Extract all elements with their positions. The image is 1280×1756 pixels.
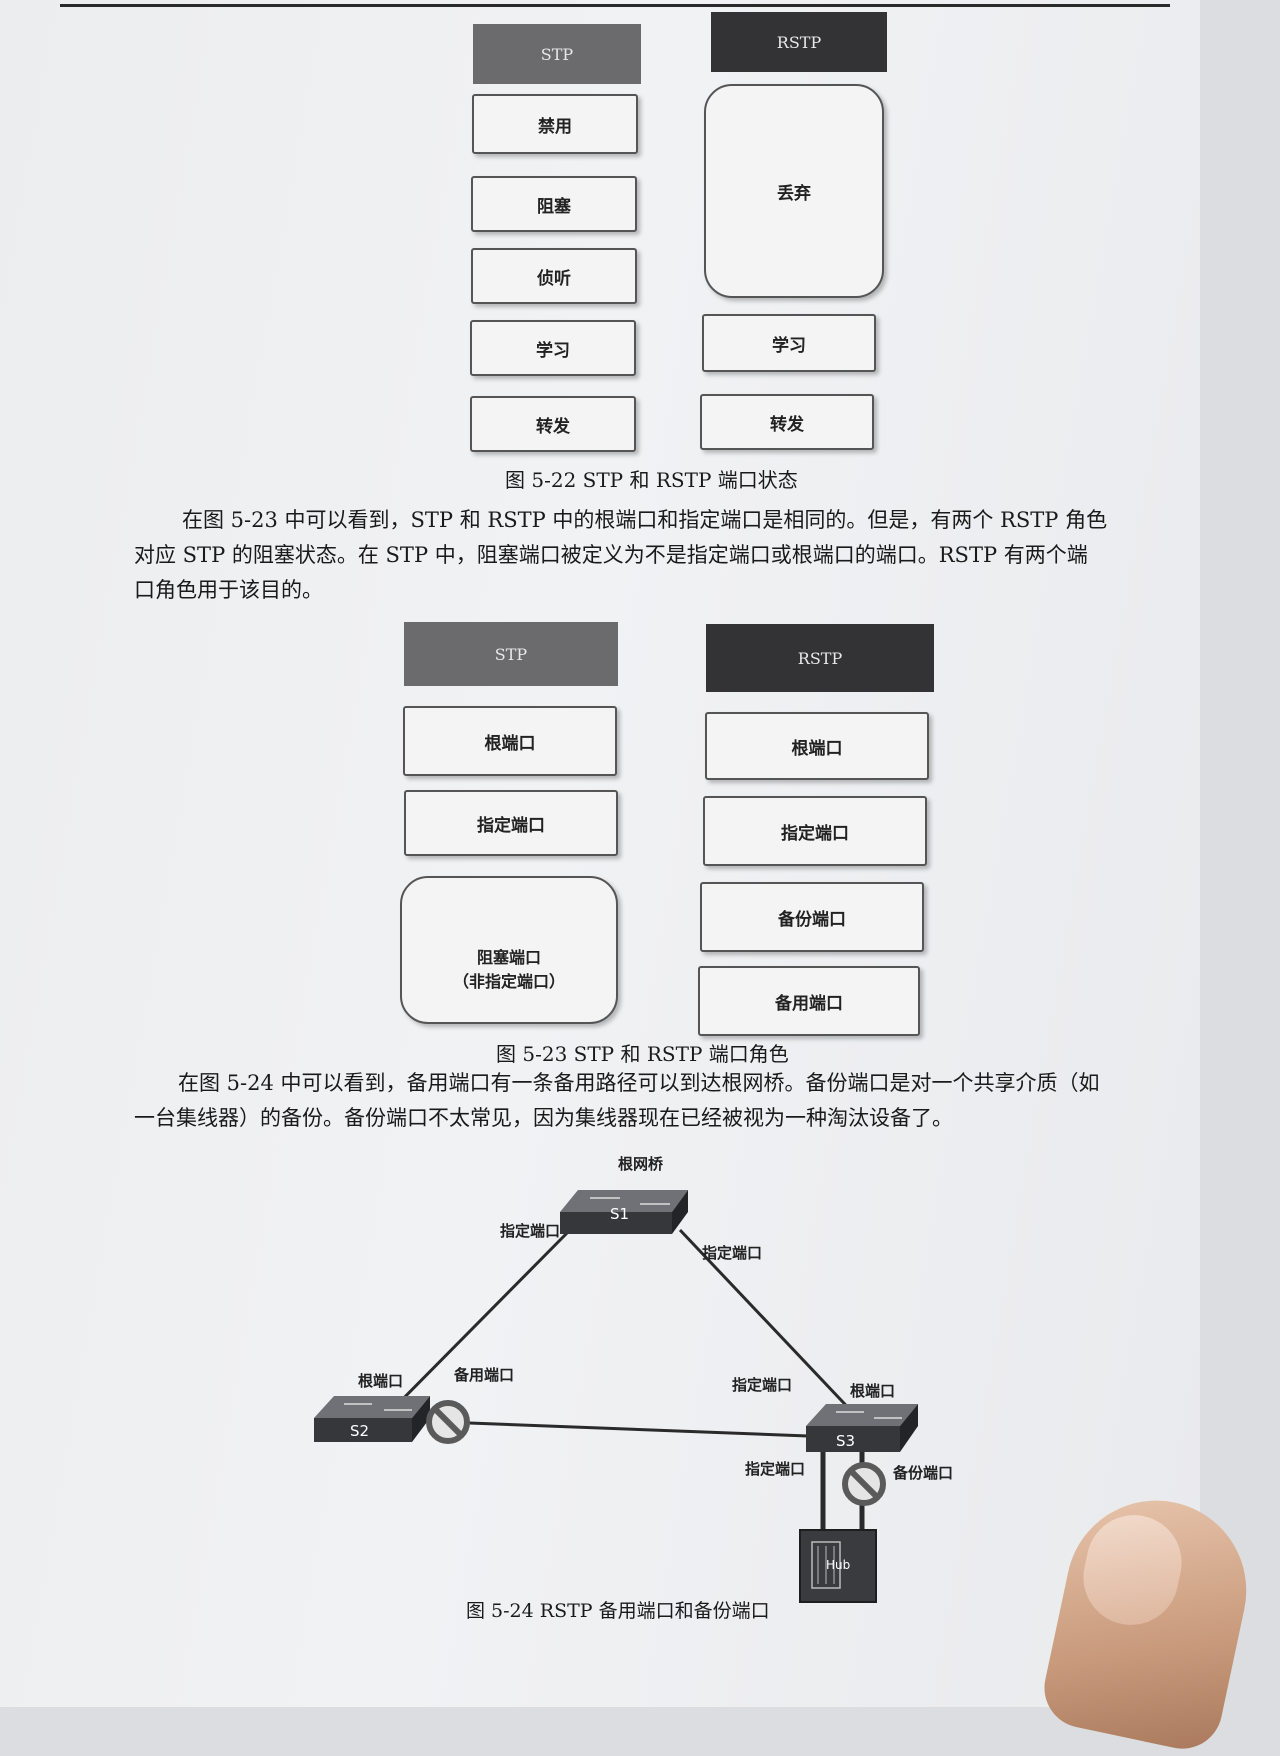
s3-hub-designated-label: 指定端口 bbox=[745, 1460, 806, 1478]
s1-left-port-label: 指定端口 bbox=[500, 1222, 561, 1240]
fig22-rstp-state: 学习 bbox=[702, 314, 876, 372]
s2-name: S2 bbox=[350, 1422, 370, 1440]
blocked-icon-backup bbox=[842, 1462, 886, 1506]
hub-name: Hub bbox=[826, 1558, 851, 1572]
s3-root-port-label: 根端口 bbox=[850, 1382, 896, 1400]
s3-designated-port-label: 指定端口 bbox=[732, 1376, 793, 1394]
fig23-stp-role: 根端口 bbox=[403, 706, 617, 776]
fig23-rstp-role: 备用端口 bbox=[698, 966, 920, 1036]
s3-backup-port-label: 备份端口 bbox=[893, 1464, 954, 1482]
switch-s3 bbox=[806, 1404, 918, 1452]
fig23-rstp-header: RSTP bbox=[706, 624, 934, 692]
book-page: STP RSTP 禁用 阻塞 侦听 学习 转发 丢弃 学习 转发 图 5-22 … bbox=[0, 0, 1200, 1707]
fig22-rstp-header: RSTP bbox=[711, 12, 887, 72]
switch-s2 bbox=[314, 1396, 430, 1442]
fig23-rstp-role: 指定端口 bbox=[703, 796, 927, 866]
root-bridge-label: 根网桥 bbox=[618, 1155, 664, 1173]
s2-alt-port-label: 备用端口 bbox=[454, 1366, 515, 1384]
paragraph-line: 在图 5-23 中可以看到，STP 和 RSTP 中的根端口和指定端口是相同的。… bbox=[182, 508, 1108, 532]
fig23-stp-role: 阻塞端口 （非指定端口） bbox=[400, 876, 618, 1024]
fig23-rstp-role: 根端口 bbox=[705, 712, 929, 780]
blocked-icon-alt bbox=[426, 1400, 470, 1444]
fig22-rstp-state: 丢弃 bbox=[704, 84, 884, 298]
paragraph-line: 在图 5-24 中可以看到，备用端口有一条备用路径可以到达根网桥。备份端口是对一… bbox=[178, 1071, 1100, 1095]
fig23-rstp-role: 备份端口 bbox=[700, 882, 924, 952]
link-s1-s2 bbox=[382, 1228, 572, 1420]
fig24-caption: 图 5-24 RSTP 备用端口和备份端口 bbox=[466, 1600, 770, 1622]
s3-name: S3 bbox=[836, 1432, 856, 1450]
s2-root-port-label: 根端口 bbox=[358, 1372, 404, 1390]
fig22-rstp-state: 转发 bbox=[700, 394, 874, 450]
fig22-caption: 图 5-22 STP 和 RSTP 端口状态 bbox=[505, 468, 798, 492]
paragraph-line: 口角色用于该目的。 bbox=[134, 578, 323, 602]
fig22-stp-state: 阻塞 bbox=[471, 176, 637, 232]
fig22-stp-header: STP bbox=[473, 24, 641, 84]
paragraph-line: 一台集线器）的备份。备份端口不太常见，因为集线器现在已经被视为一种淘汰设备了。 bbox=[134, 1106, 953, 1130]
hub-device bbox=[799, 1529, 877, 1603]
switch-s1 bbox=[560, 1190, 688, 1234]
fig24-network-diagram bbox=[314, 1190, 918, 1603]
fig22-stp-state: 学习 bbox=[470, 320, 636, 376]
fig23-caption: 图 5-23 STP 和 RSTP 端口角色 bbox=[496, 1042, 789, 1066]
paragraph-line: 对应 STP 的阻塞状态。在 STP 中，阻塞端口被定义为不是指定端口或根端口的… bbox=[134, 543, 1088, 567]
fig23-stp-role: 指定端口 bbox=[404, 790, 618, 856]
fig23-stp-header: STP bbox=[404, 622, 618, 686]
fig22-stp-state: 禁用 bbox=[472, 94, 638, 154]
page-header-rule bbox=[60, 4, 1170, 7]
s1-right-port-label: 指定端口 bbox=[702, 1244, 763, 1262]
fig22-stp-state: 侦听 bbox=[471, 248, 637, 304]
s1-name: S1 bbox=[610, 1205, 630, 1223]
fig22-stp-state: 转发 bbox=[470, 396, 636, 452]
link-s1-s3 bbox=[678, 1228, 860, 1420]
